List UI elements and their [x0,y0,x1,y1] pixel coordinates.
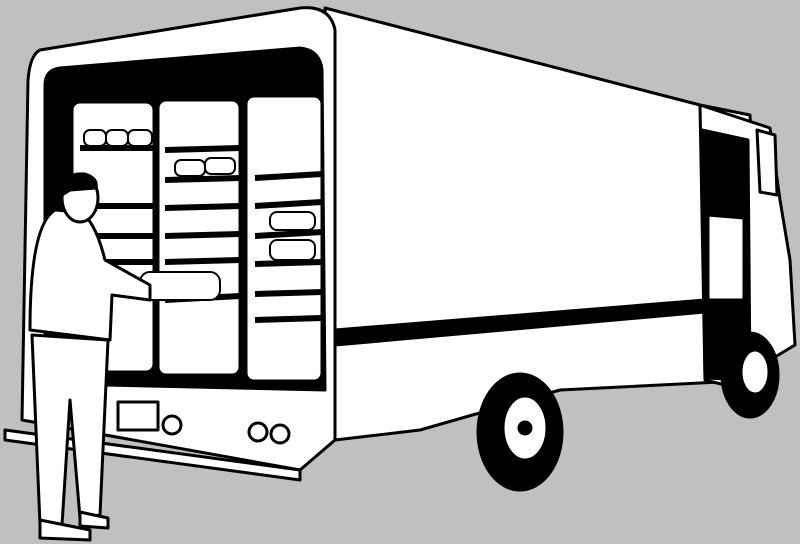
cab-interior [706,213,746,302]
license-plate [116,400,160,432]
tail-light [161,414,183,436]
man-shoes [38,510,110,542]
tail-light [247,421,269,443]
man-hair [60,172,98,197]
bread-rack-icon [244,94,324,383]
cab-mirror [755,128,779,197]
man-jacket [28,208,152,342]
rack-shelves [80,145,323,323]
wheel-icon [720,331,780,419]
wheel-icon [476,372,564,492]
tail-light [269,423,291,445]
delivery-truck-icon [3,6,797,492]
bread-loaves [83,129,316,301]
delivery-man-icon [28,172,152,542]
